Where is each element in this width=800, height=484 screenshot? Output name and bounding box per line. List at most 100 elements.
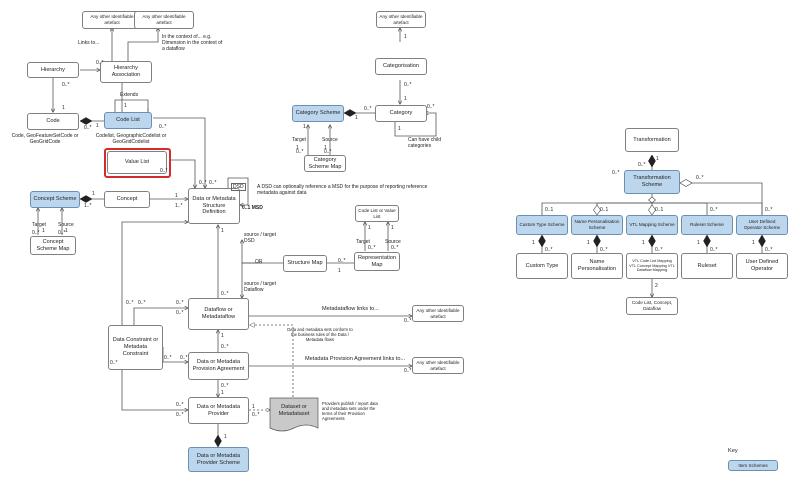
mult: 0..1	[545, 207, 554, 213]
mult: 0..*	[696, 175, 704, 181]
mult: 0..*	[364, 106, 372, 112]
mult: 1	[224, 434, 227, 440]
category-box: Category	[375, 105, 427, 122]
mult: 1..*	[84, 203, 92, 209]
mult: 0..*	[159, 124, 167, 130]
mult: 0..*	[126, 300, 134, 306]
category-target-text: Target	[292, 137, 306, 143]
mult: 0..*	[62, 82, 70, 88]
metadataflow-links-text: Metadataflow links to...	[322, 306, 379, 312]
mult: 0..*	[58, 230, 66, 236]
vtl-mapping-scheme-box: VTL Mapping Scheme	[626, 215, 678, 235]
key-title: Key	[728, 448, 738, 454]
mult: 0..*	[176, 402, 184, 408]
name-personalisation-label: Name Personalisation	[577, 259, 617, 272]
mult: 0..*	[176, 412, 184, 418]
code-list-concept-dataflow-box: Code List, Concept, Dataflow	[626, 297, 678, 315]
mult: 1	[252, 404, 255, 410]
mult: 0..*	[765, 247, 773, 253]
mult: 0..*	[710, 207, 718, 213]
custom-type-box: Custom Type	[516, 253, 568, 279]
mult: 1	[62, 105, 65, 111]
concept-target-text: Target	[32, 222, 46, 228]
transformation-box: Transformation	[625, 128, 679, 152]
dataset-label: Dataset or Metadataset	[278, 404, 310, 417]
concept-scheme-map-box: Concept Scheme Map	[30, 236, 76, 255]
mult: 1	[96, 123, 99, 129]
dsd-label: Data or Metadata Structure Definition	[192, 195, 236, 216]
data-constraint-box: Data Constraint or Metadata Constraint	[108, 325, 163, 370]
transformation-label: Transformation	[633, 136, 671, 143]
value-list-highlight	[104, 148, 171, 178]
ruleset-scheme-box: Ruleset Scheme	[681, 215, 733, 235]
mult: 0..*	[32, 230, 40, 236]
mult: 1	[42, 228, 45, 234]
mult: 0..*	[404, 368, 412, 374]
in-context-text: In the context of... e.g. Dimension in t…	[162, 34, 223, 52]
udo-scheme-box: User Defined Operator Scheme	[736, 215, 788, 235]
udo-scheme-label: User Defined Operator Scheme	[743, 219, 781, 230]
source-target-dsd-text: source / target DSD	[244, 232, 276, 244]
mult: 1	[355, 115, 358, 121]
mult: 1	[303, 124, 306, 130]
mult: 0..*	[221, 291, 229, 297]
custom-type-scheme-label: Custom Type Scheme	[519, 222, 565, 228]
any-other-artefact-cat: Any other Identifiable artefact	[376, 11, 426, 28]
code-list-concept-dataflow-label: Code List, Concept, Dataflow	[631, 300, 673, 311]
provision-links-text: Metadata Provision Agreement links to...	[305, 356, 406, 362]
dataset-shape	[269, 397, 319, 432]
data-conform-text: Data and metadata sets conform to the bu…	[287, 327, 353, 343]
transformation-scheme-box: Transformation Scheme	[624, 170, 680, 194]
mult: 0..*	[404, 318, 412, 324]
mult: 0..*	[655, 247, 663, 253]
links-to-text: Links to...	[78, 40, 100, 46]
code-list-label: Code List	[116, 117, 140, 123]
mult: 1	[338, 268, 341, 274]
extends-text: Extends	[120, 92, 139, 98]
provider-scheme-label: Data or Metadata Provider Scheme	[196, 452, 241, 466]
mult: 1	[92, 191, 95, 197]
or-text: OR	[255, 259, 263, 265]
any-other-artefact-prov: Any other Identifiable artefact	[412, 357, 464, 374]
provision-agreement-box: Data or Metadata Provision Agreement	[188, 352, 249, 380]
mult: 1	[404, 34, 407, 40]
mult: 1	[752, 240, 755, 246]
provision-agreement-label: Data or Metadata Provision Agreement	[192, 359, 245, 372]
mult: 0..*	[164, 355, 172, 361]
code-list-or-value-list-box: Code List or Value List	[355, 205, 399, 222]
any-other-artefact-1-label: Any other Identifiable artefact	[90, 14, 134, 25]
mult: 1	[368, 225, 371, 231]
mult: 1	[221, 228, 224, 234]
mult: 1	[532, 240, 535, 246]
mult: 0..*	[110, 360, 118, 366]
category-scheme-map-box: Category Scheme Map	[304, 155, 346, 172]
mult: 1	[124, 103, 127, 109]
ruleset-label: Ruleset	[697, 262, 717, 269]
mult: 0..*	[221, 344, 229, 350]
ruleset-box: Ruleset	[681, 253, 733, 279]
custom-type-label: Custom Type	[525, 262, 559, 269]
mult: 1	[65, 228, 68, 234]
mult: 2	[655, 283, 658, 289]
name-personalisation-scheme-box: Name Personalisation Scheme	[571, 215, 623, 235]
any-other-artefact-2-label: Any other Identifiable artefact	[142, 14, 186, 25]
provider-label: Data or Metadata Provider	[196, 403, 241, 417]
mult: 1	[656, 156, 659, 162]
hierarchy-label: Hierarchy	[41, 66, 65, 73]
structure-map-label: Structure Map	[287, 260, 323, 266]
representation-map-label: Representation Map	[358, 254, 396, 268]
mult: 0..*	[160, 168, 168, 174]
any-other-artefact-flow-label: Any other Identifiable artefact	[416, 307, 460, 319]
vtl-mappings-box: VTL Code List Mapping VTL Concept Mappin…	[626, 253, 678, 279]
mult: 0..*	[296, 149, 304, 155]
mult: 0..*	[138, 300, 146, 306]
concept-scheme-box: Concept Scheme	[30, 191, 80, 208]
vtl-mapping-scheme-label: VTL Mapping Scheme	[629, 222, 675, 228]
mult: 0..*	[391, 245, 399, 251]
categorisation-label: Categorisation	[382, 63, 420, 69]
hierarchy-association-box: Hierarchy Association	[100, 61, 152, 83]
value-list-label: Value List	[124, 159, 150, 165]
categorisation-box: Categorisation	[375, 58, 427, 75]
mult: 1	[398, 126, 401, 132]
